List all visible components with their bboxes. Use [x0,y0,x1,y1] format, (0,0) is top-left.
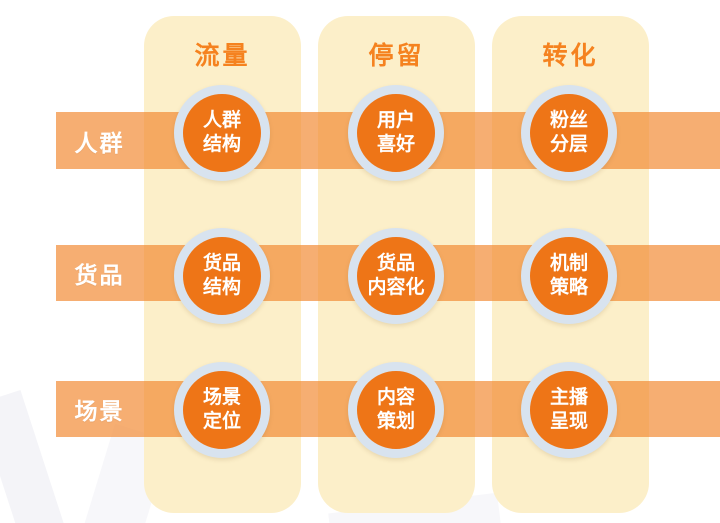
row-label-audience: 人群 [74,129,125,156]
row-label-goods: 货品 [74,262,125,288]
column-header-traffic: 流量 [194,42,251,70]
cell-goods-contentization: 货品 内容化 [348,228,444,324]
cell-text: 货品 结构 [202,253,241,298]
cell-scene-positioning: 场景 定位 [174,362,270,458]
cell-content-planning: 内容 策划 [348,362,444,458]
column-header-stay: 停留 [368,42,425,70]
cell-goods-structure: 货品 结构 [174,228,270,324]
cell-text: 用户 喜好 [376,110,415,155]
row-label-scene: 场景 [74,398,125,424]
column-header-conversion: 转化 [542,42,599,70]
cell-text: 内容 策划 [376,387,415,432]
cell-text: 货品 内容化 [367,253,425,298]
cell-host-presentation: 主播 呈现 [521,362,617,458]
cell-text: 机制 策略 [549,253,588,298]
cell-text: 人群 结构 [202,110,241,155]
cell-mechanism-strategy: 机制 策略 [521,228,617,324]
cell-fan-segmentation: 粉丝 分层 [521,85,617,181]
cell-text: 主播 呈现 [549,387,588,432]
cell-text: 场景 定位 [202,387,241,432]
cell-text: 粉丝 分层 [549,110,588,155]
cell-audience-structure: 人群 结构 [174,85,270,181]
cell-user-preference: 用户 喜好 [348,85,444,181]
